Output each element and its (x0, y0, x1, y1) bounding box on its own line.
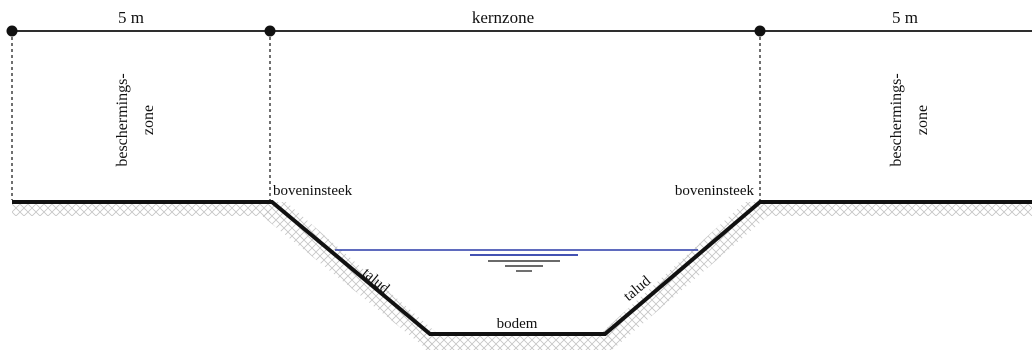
left-zone-line2: zone (140, 105, 157, 135)
left-protection-zone-label: beschermings- zone (114, 73, 157, 166)
ditch-profile-line (12, 200, 1032, 336)
right-zone-line2: zone (914, 105, 931, 135)
soil-hatching (12, 202, 1032, 350)
right-width-label: 5 m (892, 8, 918, 27)
left-width-label: 5 m (118, 8, 144, 27)
right-protection-zone-label: beschermings- zone (888, 73, 931, 166)
dimension-marker-middle-left (264, 25, 276, 37)
top-of-bank-left-label: boveninsteek (273, 183, 353, 199)
left-zone-line1: beschermings- (114, 73, 131, 166)
top-of-bank-right-label: boveninsteek (675, 183, 755, 199)
dimension-marker-middle-right (754, 25, 766, 37)
core-zone-label: kernzone (472, 8, 534, 27)
dimension-marker-left (6, 25, 18, 37)
right-zone-line1: beschermings- (888, 73, 905, 166)
bottom-label: bodem (497, 316, 538, 332)
water-surface (335, 249, 698, 272)
